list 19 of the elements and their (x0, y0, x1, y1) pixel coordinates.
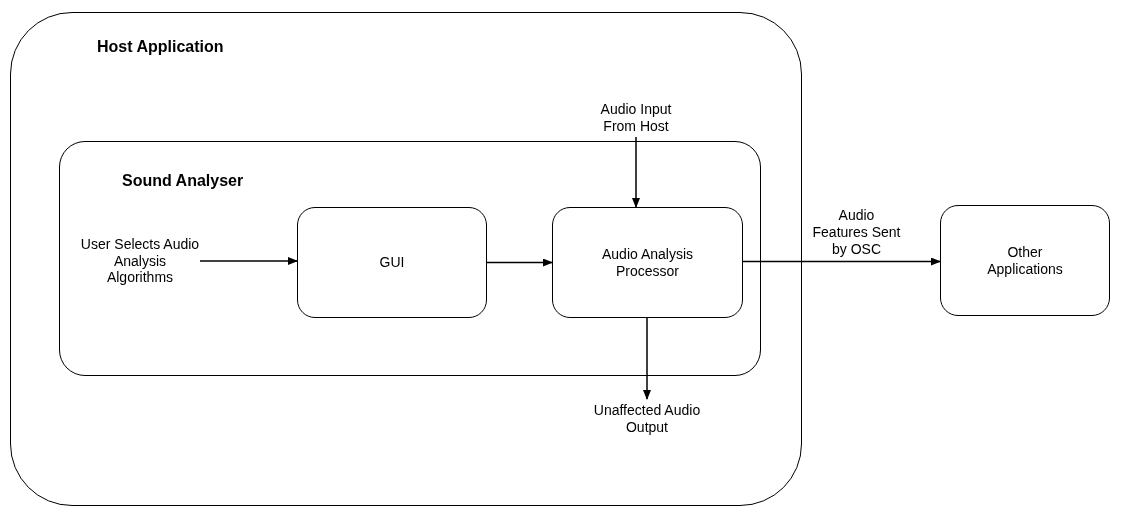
arrow (632, 136, 640, 208)
box-label: GUI (379, 254, 405, 271)
flow-text: Unaffected Audio Output (572, 399, 722, 439)
box-label: Audio Analysis Processor (600, 245, 695, 280)
group-heading: Sound Analyser (122, 172, 244, 190)
process-box (297, 207, 487, 318)
process-box (552, 207, 743, 318)
container-box (59, 141, 761, 376)
arrow (643, 317, 651, 400)
process-box (940, 205, 1110, 316)
group-heading: Host Application (97, 38, 224, 56)
arrow (742, 257, 941, 266)
arrow (199, 257, 298, 265)
box-label: Other Applications (986, 243, 1064, 278)
flow-text: User Selects Audio Analysis Algorithms (80, 232, 200, 290)
edge-label: Audio Features Sent by OSC (811, 207, 902, 258)
container-box (10, 12, 802, 506)
flow-text: Audio Input From Host (591, 99, 681, 137)
arrow (486, 258, 553, 267)
